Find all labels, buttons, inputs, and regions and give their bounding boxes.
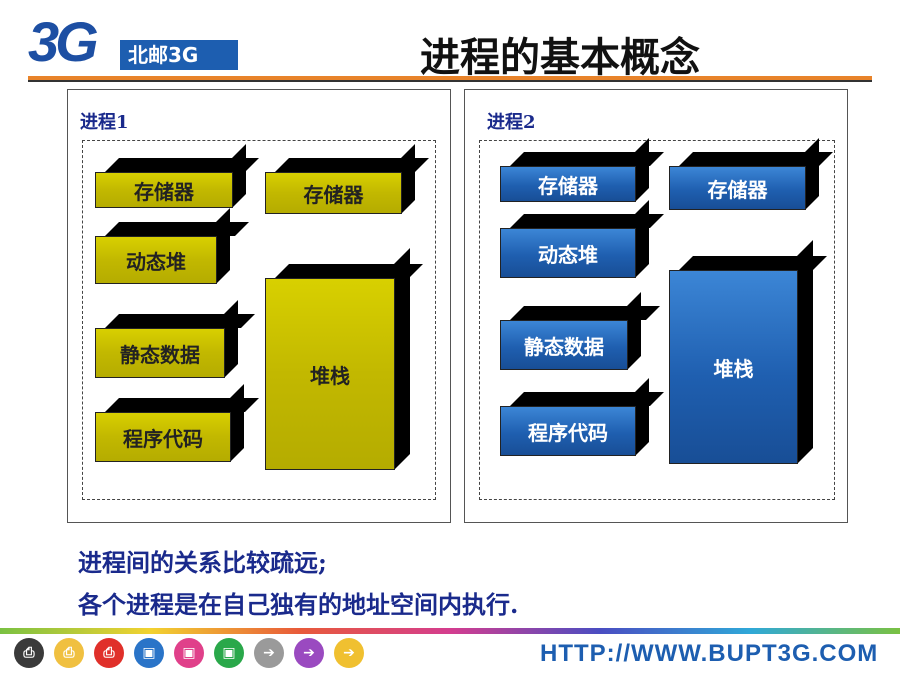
footer-rainbow-divider xyxy=(0,628,900,634)
logo-mark: 3G xyxy=(28,10,99,73)
process2-static-data: 静态数据 xyxy=(500,320,628,370)
arrow-right-icon-purple[interactable]: ➔ xyxy=(294,638,324,668)
logo-text: 北邮3G xyxy=(128,43,199,67)
logo: 3G 北邮3G xyxy=(28,12,238,74)
window-icon-green[interactable]: ▣ xyxy=(214,638,244,668)
footer-url[interactable]: HTTP://WWW.BUPT3G.COM xyxy=(540,640,879,667)
process2-storage-a: 存储器 xyxy=(500,166,636,202)
process1-label: 进程1 xyxy=(80,112,129,133)
process1-storage-b: 存储器 xyxy=(265,172,402,214)
process1-static-data: 静态数据 xyxy=(95,328,225,378)
process1-storage-a: 存储器 xyxy=(95,172,233,208)
print-icon-yellow[interactable]: ⎙ xyxy=(54,638,84,668)
process2-address-space xyxy=(479,140,835,500)
print-icon[interactable]: ⎙ xyxy=(14,638,44,668)
arrow-right-icon-yellow[interactable]: ➔ xyxy=(334,638,364,668)
process1-code: 程序代码 xyxy=(95,412,231,462)
slide-title: 进程的基本概念 xyxy=(420,34,700,81)
process1-address-space xyxy=(82,140,436,500)
window-icon-blue[interactable]: ▣ xyxy=(134,638,164,668)
body-line-1: 进程间的关系比较疏远; xyxy=(78,548,327,577)
process1-stack: 堆栈 xyxy=(265,278,395,470)
body-line-2: 各个进程是在自己独有的地址空间内执行. xyxy=(78,590,519,619)
logo-band xyxy=(120,40,238,70)
window-icon-pink[interactable]: ▣ xyxy=(174,638,204,668)
process2-heap: 动态堆 xyxy=(500,228,636,278)
process2-storage-b: 存储器 xyxy=(669,166,806,210)
print-icon-red[interactable]: ⎙ xyxy=(94,638,124,668)
process2-code: 程序代码 xyxy=(500,406,636,456)
process2-label: 进程2 xyxy=(487,112,536,133)
process1-heap: 动态堆 xyxy=(95,236,217,284)
header-divider-accent xyxy=(28,76,872,80)
block-depth xyxy=(394,248,410,470)
header-divider xyxy=(28,80,872,82)
arrow-right-icon-gray[interactable]: ➔ xyxy=(254,638,284,668)
process2-stack: 堆栈 xyxy=(669,270,798,464)
block-depth xyxy=(797,240,813,464)
